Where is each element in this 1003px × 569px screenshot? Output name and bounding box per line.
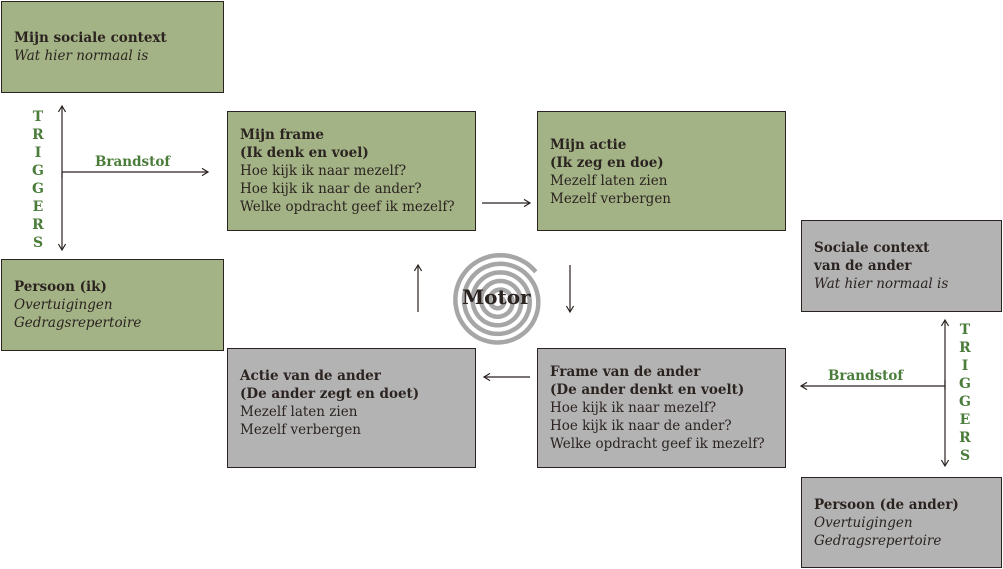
box-title: Sociale context bbox=[814, 240, 930, 256]
letter: I bbox=[34, 145, 42, 161]
motor-label: Motor bbox=[462, 285, 531, 309]
box-line: Overtuigingen bbox=[14, 297, 113, 313]
box-line: Hoe kijk ik naar mezelf? bbox=[550, 400, 717, 416]
box-title-2: van de ander bbox=[814, 258, 912, 274]
letter: E bbox=[32, 199, 44, 215]
letter: G bbox=[959, 394, 971, 410]
letter: T bbox=[959, 322, 971, 338]
box-subtitle: (Ik zeg en doe) bbox=[550, 155, 664, 171]
box-my-social-context: Mijn sociale context Wat hier normaal is bbox=[1, 1, 224, 93]
letter: S bbox=[32, 235, 44, 251]
box-line: Overtuigingen bbox=[814, 514, 913, 531]
box-line: Mezelf laten zien bbox=[550, 173, 668, 189]
box-line: Hoe kijk ik naar mezelf? bbox=[240, 163, 407, 179]
box-line: Welke opdracht geef ik mezelf? bbox=[240, 199, 455, 215]
box-line: Gedragsrepertoire bbox=[814, 532, 942, 549]
box-line: Gedragsrepertoire bbox=[14, 315, 142, 331]
letter: R bbox=[32, 127, 44, 143]
box-person-other: Persoon (de ander) Overtuigingen Gedrags… bbox=[801, 477, 1002, 568]
letter: R bbox=[32, 217, 44, 233]
box-subtitle: (De ander denkt en voelt) bbox=[550, 382, 745, 398]
letter: G bbox=[959, 376, 971, 392]
letter: I bbox=[961, 358, 969, 374]
box-title: Mijn actie bbox=[550, 137, 627, 153]
letter: S bbox=[959, 448, 971, 464]
box-line: Mezelf verbergen bbox=[240, 422, 361, 438]
letter: G bbox=[32, 181, 44, 197]
letter: R bbox=[959, 340, 971, 356]
fuel-label-left: Brandstof bbox=[95, 154, 171, 170]
box-frame-other: Frame van de ander (De ander denkt en vo… bbox=[537, 348, 786, 468]
letter: E bbox=[959, 412, 971, 428]
letter: R bbox=[959, 430, 971, 446]
box-line: Hoe kijk ik naar de ander? bbox=[550, 418, 732, 434]
box-subtitle: Wat hier normaal is bbox=[814, 276, 949, 292]
box-line: Hoe kijk ik naar de ander? bbox=[240, 181, 422, 197]
box-title: Mijn frame bbox=[240, 127, 325, 143]
box-action-other: Actie van de ander (De ander zegt en doe… bbox=[227, 348, 476, 468]
motor-spiral-icon bbox=[453, 252, 541, 345]
box-subtitle: (De ander zegt en doet) bbox=[240, 386, 420, 402]
fuel-label-right: Brandstof bbox=[828, 368, 904, 384]
box-my-frame: Mijn frame (Ik denk en voel) Hoe kijk ik… bbox=[227, 111, 476, 231]
box-my-action: Mijn actie (Ik zeg en doe) Mezelf laten … bbox=[537, 111, 786, 231]
letter: T bbox=[32, 109, 44, 125]
box-title: Mijn sociale context bbox=[14, 30, 167, 46]
box-line: Mezelf laten zien bbox=[240, 404, 358, 420]
box-line: Welke opdracht geef ik mezelf? bbox=[550, 436, 765, 452]
box-title: Actie van de ander bbox=[240, 368, 381, 384]
box-title: Persoon (ik) bbox=[14, 279, 107, 295]
box-subtitle: (Ik denk en voel) bbox=[240, 145, 369, 161]
box-line: Mezelf verbergen bbox=[550, 191, 671, 207]
box-social-context-other: Sociale context van de ander Wat hier no… bbox=[801, 220, 1002, 312]
box-subtitle: Wat hier normaal is bbox=[14, 48, 149, 64]
box-title: Persoon (de ander) bbox=[814, 496, 959, 513]
letter: G bbox=[32, 163, 44, 179]
box-person-me: Persoon (ik) Overtuigingen Gedragsrepert… bbox=[1, 259, 224, 351]
box-title: Frame van de ander bbox=[550, 364, 701, 380]
